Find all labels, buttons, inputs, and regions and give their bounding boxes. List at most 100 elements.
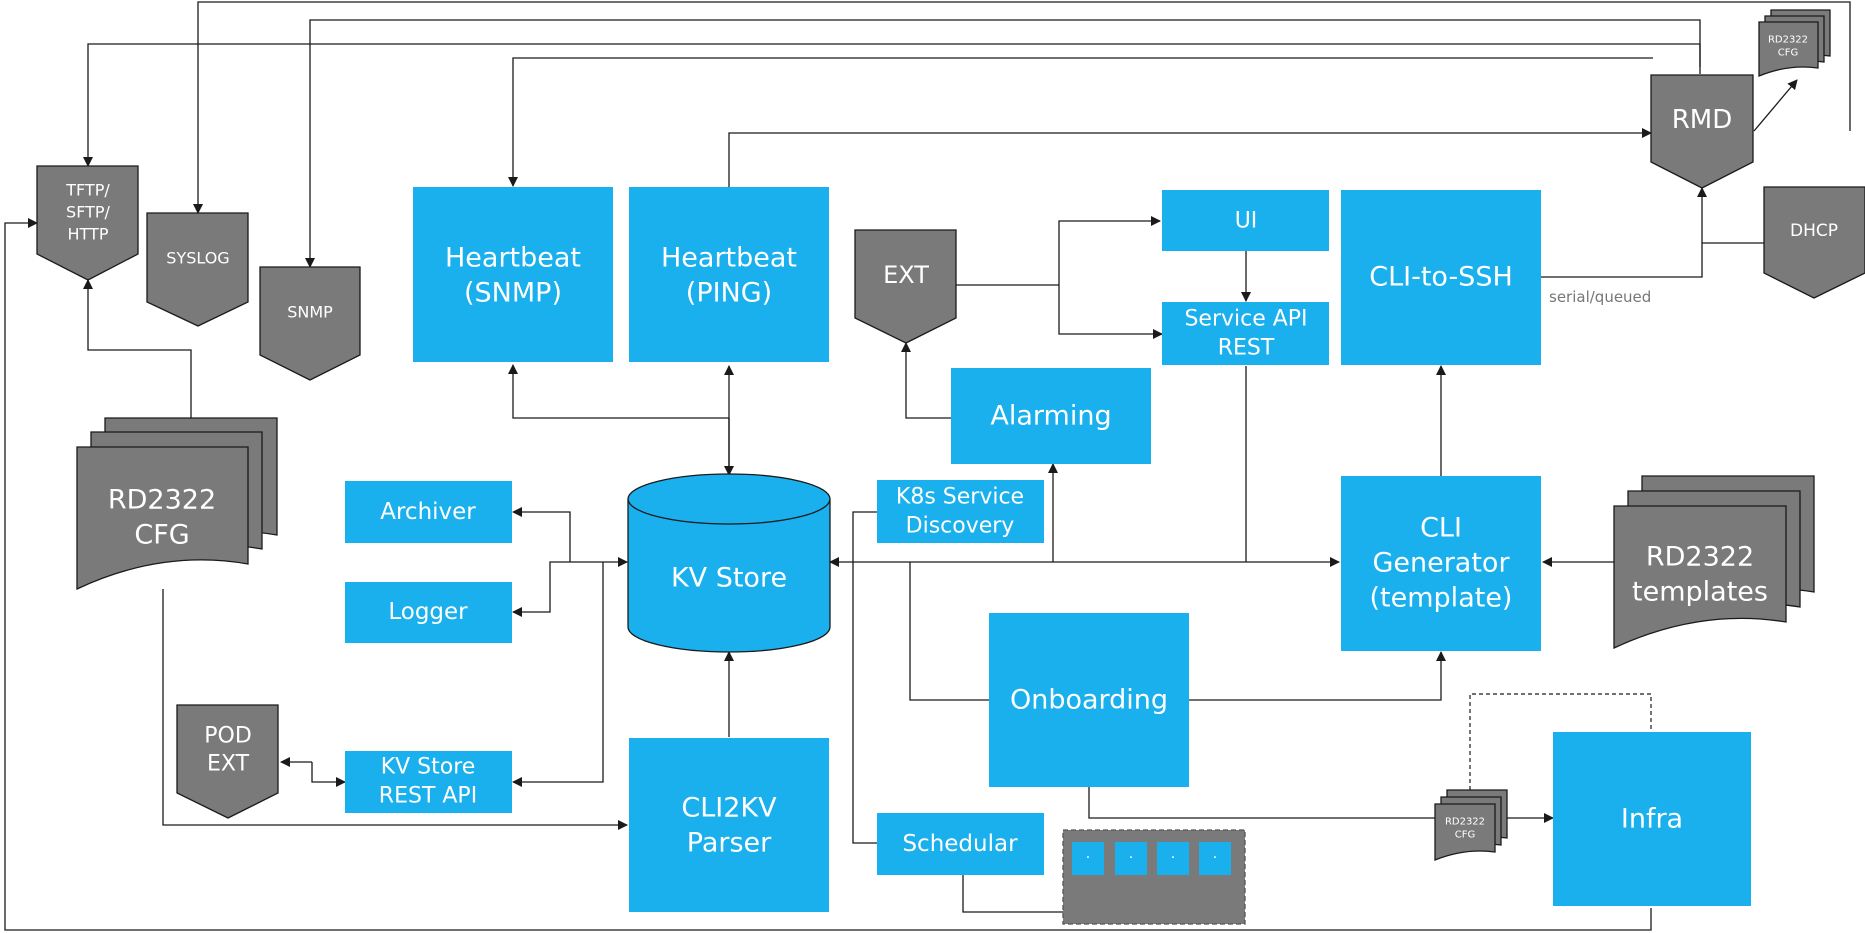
rd-templates-label-2: templates (1632, 577, 1768, 608)
cli-generator-label-1: CLI (1420, 513, 1462, 544)
worker-1-label: · (1086, 850, 1090, 866)
service-api-node: Service API REST (1162, 302, 1329, 365)
edge-bus-logger (512, 561, 570, 617)
infra-label: Infra (1621, 804, 1683, 835)
worker-3 (1157, 842, 1189, 875)
dhcp-node: DHCP (1763, 186, 1865, 299)
ui-label: UI (1235, 209, 1258, 234)
kv-store-node: KV Store (627, 473, 831, 653)
worker-4 (1199, 842, 1231, 875)
tftp-label-1: TFTP/ (65, 181, 110, 200)
edge-cfg-tftp (83, 279, 192, 418)
worker-3-label: · (1171, 850, 1175, 866)
edge-clissh-rmd (1541, 187, 1707, 278)
alarming-label: Alarming (990, 401, 1111, 432)
rd-templates-doc: RD2322 templates (1613, 475, 1815, 650)
archiver-label: Archiver (380, 499, 476, 525)
worker-2-label: · (1129, 850, 1133, 866)
pod-ext-node: POD EXT (176, 704, 279, 819)
cli-generator-node: CLI Generator (template) (1341, 476, 1541, 651)
archiver-node: Archiver (345, 481, 512, 543)
edge-k8s-schedular (852, 511, 877, 844)
onboarding-node: Onboarding (989, 613, 1189, 787)
schedular-node: Schedular (877, 813, 1044, 875)
edge-heartbeat-ping-rmd (728, 128, 1652, 187)
edge-bus-archiver (512, 507, 571, 562)
onboarding-label: Onboarding (1010, 685, 1168, 716)
infra-cfg-doc: RD2322 CFG (1434, 789, 1508, 861)
tftp-label-3: HTTP (68, 225, 109, 244)
infra-cfg-label-2: CFG (1455, 830, 1475, 841)
tftp-node: TFTP/ SFTP/ HTTP (36, 165, 139, 281)
heartbeat-snmp-node: Heartbeat (SNMP) (413, 187, 613, 362)
edge-alarming-ext (901, 342, 951, 419)
edge-rmd-tftp (83, 43, 1701, 167)
heartbeat-ping-label-1: Heartbeat (661, 243, 797, 274)
cli-to-ssh-node: CLI-to-SSH (1341, 190, 1541, 365)
rd-cfg-label-1: RD2322 (108, 485, 216, 516)
cli2kv-label-1: CLI2KV (681, 793, 777, 824)
snmp-node: SNMP (259, 266, 361, 381)
worker-4-label: · (1213, 850, 1217, 866)
serial-queued-label: serial/queued (1549, 288, 1651, 306)
cli-generator-label-2: Generator (1372, 548, 1510, 579)
tftp-label-2: SFTP/ (66, 203, 111, 222)
heartbeat-ping-node: Heartbeat (PING) (629, 187, 829, 362)
k8s-label-2: Discovery (906, 514, 1015, 539)
rd-cfg-label-2: CFG (134, 520, 189, 551)
rmd-cfg-doc: RD2322 CFG (1758, 9, 1831, 77)
infra-node: Infra (1553, 732, 1751, 906)
service-api-label-1: Service API (1184, 307, 1307, 332)
worker-1 (1072, 842, 1104, 875)
kv-rest-label-1: KV Store (381, 755, 476, 780)
rmd-cfg-label-1: RD2322 (1768, 35, 1808, 46)
edge-podext-kvrest (311, 762, 346, 787)
connectors (4, 1, 1851, 931)
edge-rmd-cfg (1753, 79, 1798, 132)
kv-rest-node: KV Store REST API (345, 751, 512, 813)
edge-infra-dashed (1469, 693, 1652, 790)
worker-pool: · · · · (1062, 829, 1246, 925)
edge-kv-heartbeat-snmp (508, 364, 729, 419)
pod-ext-label-2: EXT (207, 752, 250, 777)
edge-bus-kvrest (512, 562, 604, 787)
kv-store-label: KV Store (671, 563, 787, 594)
ext-label: EXT (883, 261, 929, 289)
edge-bus-onboarding (909, 562, 989, 701)
snmp-label: SNMP (287, 303, 333, 322)
syslog-label: SYSLOG (166, 249, 229, 268)
edge-rmd-snmp (305, 19, 1701, 268)
k8s-node: K8s Service Discovery (877, 480, 1044, 543)
heartbeat-snmp-label-1: Heartbeat (445, 243, 581, 274)
ext-node: EXT (854, 229, 957, 344)
service-api-label-2: REST (1218, 336, 1275, 361)
cli-to-ssh-label: CLI-to-SSH (1369, 262, 1513, 293)
edge-ext-ui (1058, 216, 1161, 285)
edge-rmd-heartbeat-snmp (508, 57, 1653, 187)
kv-rest-label-2: REST API (379, 784, 477, 809)
ui-node: UI (1162, 190, 1329, 251)
rmd-node: RMD (1650, 74, 1754, 189)
logger-node: Logger (345, 582, 512, 643)
edge-onboarding-cligen (1189, 651, 1446, 701)
edge-rmd-syslog (193, 1, 1851, 214)
infra-cfg-label-1: RD2322 (1445, 817, 1485, 828)
pod-ext-label-1: POD (204, 724, 252, 749)
cli-generator-label-3: (template) (1370, 583, 1513, 614)
rmd-label: RMD (1672, 105, 1733, 135)
schedular-label: Schedular (902, 831, 1018, 857)
logger-label: Logger (388, 599, 468, 625)
heartbeat-ping-label-2: (PING) (686, 278, 772, 309)
cli2kv-label-2: Parser (687, 828, 772, 859)
heartbeat-snmp-label-2: (SNMP) (464, 278, 562, 309)
edge-onboarding-infra (1088, 787, 1554, 823)
edge-infra-tftp (4, 218, 1652, 931)
rmd-cfg-label-2: CFG (1778, 48, 1798, 59)
rd-cfg-doc: RD2322 CFG (76, 417, 278, 591)
edge-ext-serviceapi (1058, 285, 1163, 339)
rd-templates-label-1: RD2322 (1646, 542, 1754, 573)
syslog-node: SYSLOG (146, 212, 249, 327)
k8s-label-1: K8s Service (896, 485, 1024, 510)
dhcp-label: DHCP (1790, 221, 1838, 241)
